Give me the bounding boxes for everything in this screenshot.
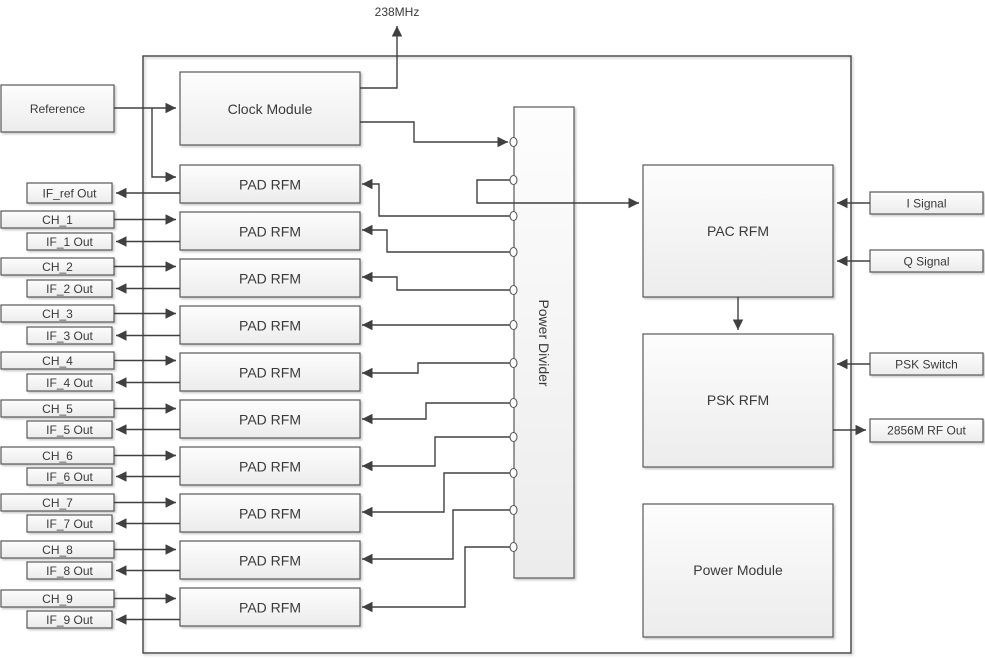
pad-rfm-box-ref xyxy=(179,164,361,204)
labels-layer: 238MHz Reference Clock Module Power Divi… xyxy=(30,5,967,627)
power-module-box xyxy=(642,503,834,638)
pad-rfm-label-8: PAD RFM xyxy=(239,553,301,569)
pad-rfm-label-4: PAD RFM xyxy=(239,365,301,381)
pad-rfm-box-9 xyxy=(179,587,361,627)
divider-port-5 xyxy=(509,397,518,409)
q-signal-label: Q Signal xyxy=(903,255,949,269)
ch2-label: CH_2 xyxy=(42,260,73,274)
psk-switch-label: PSK Switch xyxy=(895,358,958,372)
wire-divider-to-pad4 xyxy=(362,362,512,379)
pad-rfm-label-6: PAD RFM xyxy=(239,459,301,475)
chassis-outline xyxy=(142,55,852,654)
ch6-label: CH_6 xyxy=(42,449,73,463)
pad-rfm-label-ref: PAD RFM xyxy=(239,177,301,193)
if-ref-out-label: IF_ref Out xyxy=(42,187,97,201)
if5-out-box xyxy=(26,420,113,439)
wire-divider-to-pad5 xyxy=(362,402,512,425)
power-module-label: Power Module xyxy=(693,562,783,578)
if9-out-label: IF_9 Out xyxy=(46,613,93,627)
divider-port-ref xyxy=(509,210,518,222)
if1-out-box xyxy=(26,232,113,251)
reference-box xyxy=(0,84,115,133)
wire-clock-to-238mhz xyxy=(360,26,403,89)
ch3-label: CH_3 xyxy=(42,307,73,321)
wire-divider-to-pad-ref xyxy=(362,178,512,217)
wire-divider-to-pad2 xyxy=(362,271,512,291)
divider-port-6 xyxy=(509,431,518,443)
divider-port-1 xyxy=(509,246,518,258)
if1-out-label: IF_1 Out xyxy=(46,235,93,249)
if7-out-box xyxy=(26,514,113,533)
ch8-label: CH_8 xyxy=(42,543,73,557)
rf-out-label: 2856M RF Out xyxy=(887,424,966,438)
psk-rfm-label: PSK RFM xyxy=(707,392,769,408)
clock-module-box xyxy=(179,71,361,146)
if5-out-label: IF_5 Out xyxy=(46,423,93,437)
frequency-label: 238MHz xyxy=(375,5,420,19)
divider-port-pac xyxy=(509,174,518,186)
pad-rfm-box-6 xyxy=(179,446,361,486)
clock-module-label: Clock Module xyxy=(228,101,313,117)
pad-rfm-label-7: PAD RFM xyxy=(239,506,301,522)
if-ref-out-box xyxy=(26,182,113,204)
divider-port-8 xyxy=(509,504,518,516)
if6-out-box xyxy=(26,467,113,486)
pad-rfm-label-1: PAD RFM xyxy=(239,224,301,240)
psk-rfm-box xyxy=(642,333,834,468)
if8-out-box xyxy=(26,561,113,580)
if6-out-label: IF_6 Out xyxy=(46,470,93,484)
if7-out-label: IF_7 Out xyxy=(46,517,93,531)
if9-out-box xyxy=(26,610,113,629)
ch5-label: CH_5 xyxy=(42,402,73,416)
divider-port-7 xyxy=(509,467,518,479)
pad-rfm-box-7 xyxy=(179,493,361,533)
power-divider-label: Power Divider xyxy=(536,299,552,386)
pad-rfm-box-5 xyxy=(179,399,361,439)
wire-divider-to-pad9 xyxy=(362,546,512,613)
pac-rfm-box xyxy=(642,164,834,298)
pad-rfm-label-5: PAD RFM xyxy=(239,412,301,428)
ch4-label: CH_4 xyxy=(42,354,73,368)
divider-port-clock xyxy=(509,136,518,148)
pad-rfm-box-3 xyxy=(179,305,361,345)
divider-port-9 xyxy=(509,541,518,553)
wire-divider-to-pad1 xyxy=(362,224,512,253)
if8-out-label: IF_8 Out xyxy=(46,564,93,578)
rf-out-box xyxy=(869,418,984,443)
pad-rfm-label-2: PAD RFM xyxy=(239,271,301,287)
connection-points xyxy=(509,136,518,553)
shapes-layer xyxy=(0,55,984,654)
if4-out-label: IF_4 Out xyxy=(46,376,93,390)
power-divider-box xyxy=(513,106,575,579)
ch9-label: CH_9 xyxy=(42,592,73,606)
ch7-label: CH_7 xyxy=(42,496,73,510)
pad-rfm-box-1 xyxy=(179,211,361,251)
divider-port-3 xyxy=(509,319,518,331)
pad-rfm-box-2 xyxy=(179,258,361,298)
wire-divider-to-pac xyxy=(476,179,639,209)
if3-out-label: IF_3 Out xyxy=(46,329,93,343)
divider-port-2 xyxy=(509,284,518,296)
if2-out-box xyxy=(26,279,113,298)
divider-port-4 xyxy=(509,357,518,369)
wire-clock-to-divider xyxy=(360,121,508,148)
connectors-layer xyxy=(114,26,870,625)
i-signal-label: I Signal xyxy=(906,197,946,211)
if3-out-box xyxy=(26,326,113,345)
if4-out-box xyxy=(26,373,113,392)
pad-rfm-box-8 xyxy=(179,540,361,580)
wire-divider-to-pad8 xyxy=(362,509,512,565)
pac-rfm-label: PAC RFM xyxy=(707,223,769,239)
wire-divider-to-pad6 xyxy=(362,436,512,472)
ch1-label: CH_1 xyxy=(42,213,73,227)
pad-rfm-box-4 xyxy=(179,352,361,392)
wire-reference-to-pad-ref xyxy=(151,108,176,183)
reference-label: Reference xyxy=(30,102,86,116)
if2-out-label: IF_2 Out xyxy=(46,282,93,296)
pad-rfm-label-9: PAD RFM xyxy=(239,600,301,616)
pad-rfm-label-3: PAD RFM xyxy=(239,318,301,334)
wire-divider-to-pad7 xyxy=(362,472,512,518)
